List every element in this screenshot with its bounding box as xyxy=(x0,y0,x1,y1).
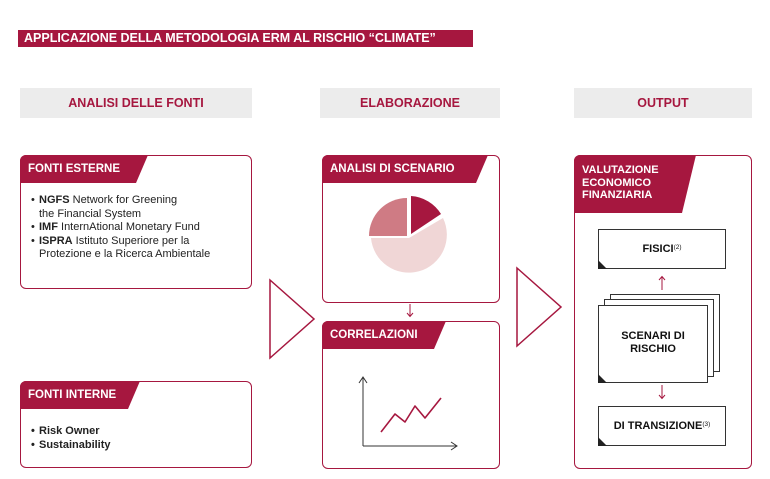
fonti-abbr: IMF xyxy=(39,221,58,233)
arrow-down-icon xyxy=(406,304,414,318)
line-chart-icon xyxy=(358,376,458,451)
fonti-desc: Protezione e la Ricerca Ambientale xyxy=(39,248,211,260)
scenari-label: SCENARI DI xyxy=(621,330,685,342)
flow-arrow-icon xyxy=(516,266,563,348)
scenari-label: RISCHIO xyxy=(630,343,676,355)
column-header-elaborazione: ELABORAZIONE xyxy=(320,88,500,118)
fonti-interne-item: Risk Owner xyxy=(31,424,111,438)
fisici-label: FISICI xyxy=(642,243,674,255)
transizione-box: DI TRANSIZIONE(3) xyxy=(598,406,726,446)
arrow-down-icon xyxy=(658,385,666,400)
correlazioni-card: CORRELAZIONI xyxy=(322,321,500,469)
doc-corner-icon xyxy=(598,374,607,383)
fonti-interne-title: FONTI INTERNE xyxy=(20,381,140,409)
analisi-scenario-title: ANALISI DI SCENARIO xyxy=(322,155,488,183)
column-header-output: OUTPUT xyxy=(574,88,752,118)
correlazioni-title: CORRELAZIONI xyxy=(322,321,446,349)
fonti-desc: Istituto Superiore per la xyxy=(72,234,190,247)
fonti-esterne-title: FONTI ESTERNE xyxy=(20,155,148,183)
fonti-esterne-item: IMF InternAtional Monetary Fund xyxy=(31,221,245,235)
flow-arrow-icon xyxy=(269,278,316,360)
pie-chart-icon xyxy=(369,196,447,273)
footnote-marker: (3) xyxy=(702,421,711,428)
fonti-esterne-item: NGFS Network for Greening the Financial … xyxy=(31,194,245,221)
fonti-interne-item: Sustainability xyxy=(31,438,111,452)
scenari-box: SCENARI DI RISCHIO xyxy=(598,305,708,383)
output-title: VALUTAZIONE ECONOMICO FINANZIARIA xyxy=(574,155,696,213)
fonti-abbr: NGFS xyxy=(39,194,70,206)
fonti-esterne-list: NGFS Network for Greening the Financial … xyxy=(31,194,245,262)
fisici-box: FISICI(2) xyxy=(598,229,726,269)
fonti-desc: the Financial System xyxy=(39,207,142,220)
output-title-line: FINANZIARIA xyxy=(582,189,653,201)
output-title-line: VALUTAZIONE xyxy=(582,164,659,176)
fonti-esterne-item: ISPRA Istituto Superiore per la Protezio… xyxy=(31,235,245,262)
footnote-marker: (2) xyxy=(673,244,682,251)
fonti-desc: Network for Greening xyxy=(69,194,178,206)
diagram-title: APPLICAZIONE DELLA METODOLOGIA ERM AL RI… xyxy=(18,30,473,47)
output-title-line: ECONOMICO xyxy=(582,176,652,189)
fonti-esterne-card: FONTI ESTERNE NGFS Network for Greening … xyxy=(20,155,252,289)
fonti-desc: InternAtional Monetary Fund xyxy=(57,221,200,233)
fonti-interne-list: Risk Owner Sustainability xyxy=(31,424,111,452)
analisi-scenario-card: ANALISI DI SCENARIO xyxy=(322,155,500,303)
fonti-abbr: ISPRA xyxy=(39,234,73,247)
transizione-label: DI TRANSIZIONE xyxy=(613,420,703,432)
doc-corner-icon xyxy=(598,260,607,269)
doc-corner-icon xyxy=(598,437,607,446)
column-header-fonti: ANALISI DELLE FONTI xyxy=(20,88,252,118)
arrow-up-icon xyxy=(658,275,666,290)
fonti-interne-card: FONTI INTERNE Risk Owner Sustainability xyxy=(20,381,252,468)
